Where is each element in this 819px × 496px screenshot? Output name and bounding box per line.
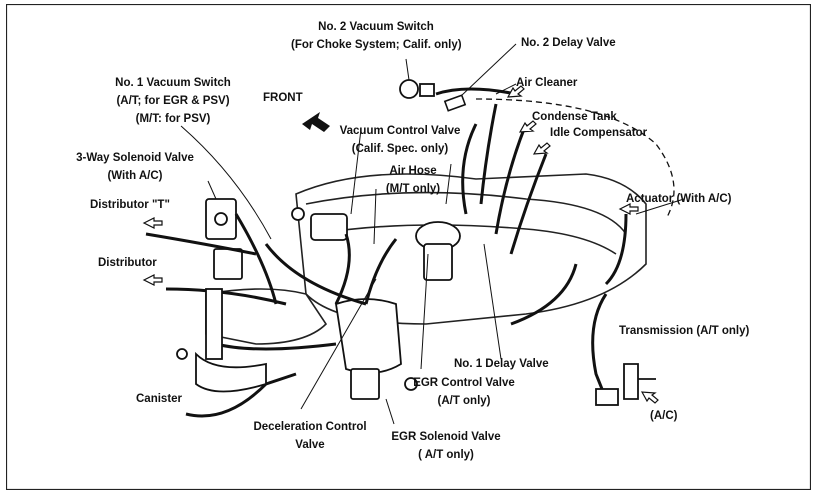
distributor-label: Distributor [98,257,157,269]
no1-vacuum-switch-line3: (M/T: for PSV) [135,113,211,125]
front-label: FRONT [263,92,303,104]
front-arrow [302,112,330,132]
no2-vacuum-switch-label: No. 2 Vacuum Switch (For Choke System; C… [291,18,462,54]
transmission-pipe [595,363,656,406]
egr-solenoid-valve-line1: EGR Solenoid Valve [391,431,501,443]
no1-vacuum-switch-line1: No. 1 Vacuum Switch [115,77,231,89]
condense-tank-label: Condense Tank [532,111,617,123]
no1-vacuum-switch-label: No. 1 Vacuum Switch (A/T; for EGR & PSV)… [98,74,248,128]
air-hose-label: Air Hose (M/T only) [374,162,452,198]
actuator-dashed-line [475,98,675,220]
no1-delay-valve-label: No. 1 Delay Valve [454,358,549,370]
egr-control-valve-label: EGR Control Valve (A/T only) [406,374,522,410]
distributor-t-label: Distributor "T" [90,199,170,211]
idle-compensator-label: Idle Compensator [550,127,648,139]
engine-vacuum-hose-diagram [6,4,811,490]
no2-vacuum-switch-line1: No. 2 Vacuum Switch [318,21,434,33]
air-cleaner-label: Air Cleaner [516,77,578,89]
vacuum-hoses [145,87,628,418]
deceleration-control-valve-label: Deceleration Control Valve [242,418,378,454]
diagram-frame: No. 2 Vacuum Switch (For Choke System; C… [6,4,811,490]
three-way-solenoid-line1: 3-Way Solenoid Valve [76,152,194,164]
actuator-label: Actuator (With A/C) [626,193,732,205]
no2-delay-valve-body [443,94,467,112]
three-way-solenoid-body [205,198,243,280]
canister-label: Canister [136,393,183,405]
deceleration-control-valve-line2: Valve [295,439,325,451]
air-hose-line2: (M/T only) [385,183,441,195]
no2-vacuum-switch-body [399,79,435,99]
no2-delay-valve-label: No. 2 Delay Valve [521,37,616,49]
deceleration-control-valve-body [334,298,418,400]
deceleration-control-valve-line1: Deceleration Control [253,421,367,433]
egr-solenoid-valve-label: EGR Solenoid Valve ( A/T only) [382,428,510,464]
canister-body [176,288,267,393]
no1-vacuum-switch-line2: (A/T; for EGR & PSV) [116,95,230,107]
egr-solenoid-valve-line2: ( A/T only) [418,449,474,461]
ac-label: (A/C) [650,410,678,422]
egr-valve-body [415,221,461,281]
egr-control-valve-line1: EGR Control Valve [413,377,515,389]
vacuum-control-valve-line2: (Calif. Spec. only) [351,143,449,155]
transmission-label: Transmission (A/T only) [619,325,750,337]
vacuum-control-valve-body [291,207,348,241]
three-way-solenoid-line2: (With A/C) [107,170,163,182]
three-way-solenoid-label: 3-Way Solenoid Valve (With A/C) [68,149,202,185]
open-arrows [142,85,659,404]
egr-control-valve-line2: (A/T only) [437,395,491,407]
vacuum-control-valve-label: Vacuum Control Valve (Calif. Spec. only) [338,122,462,158]
leader-lines [180,43,685,425]
vacuum-control-valve-line1: Vacuum Control Valve [339,125,461,137]
no2-vacuum-switch-line2: (For Choke System; Calif. only) [291,39,462,51]
air-hose-line1: Air Hose [389,165,437,177]
